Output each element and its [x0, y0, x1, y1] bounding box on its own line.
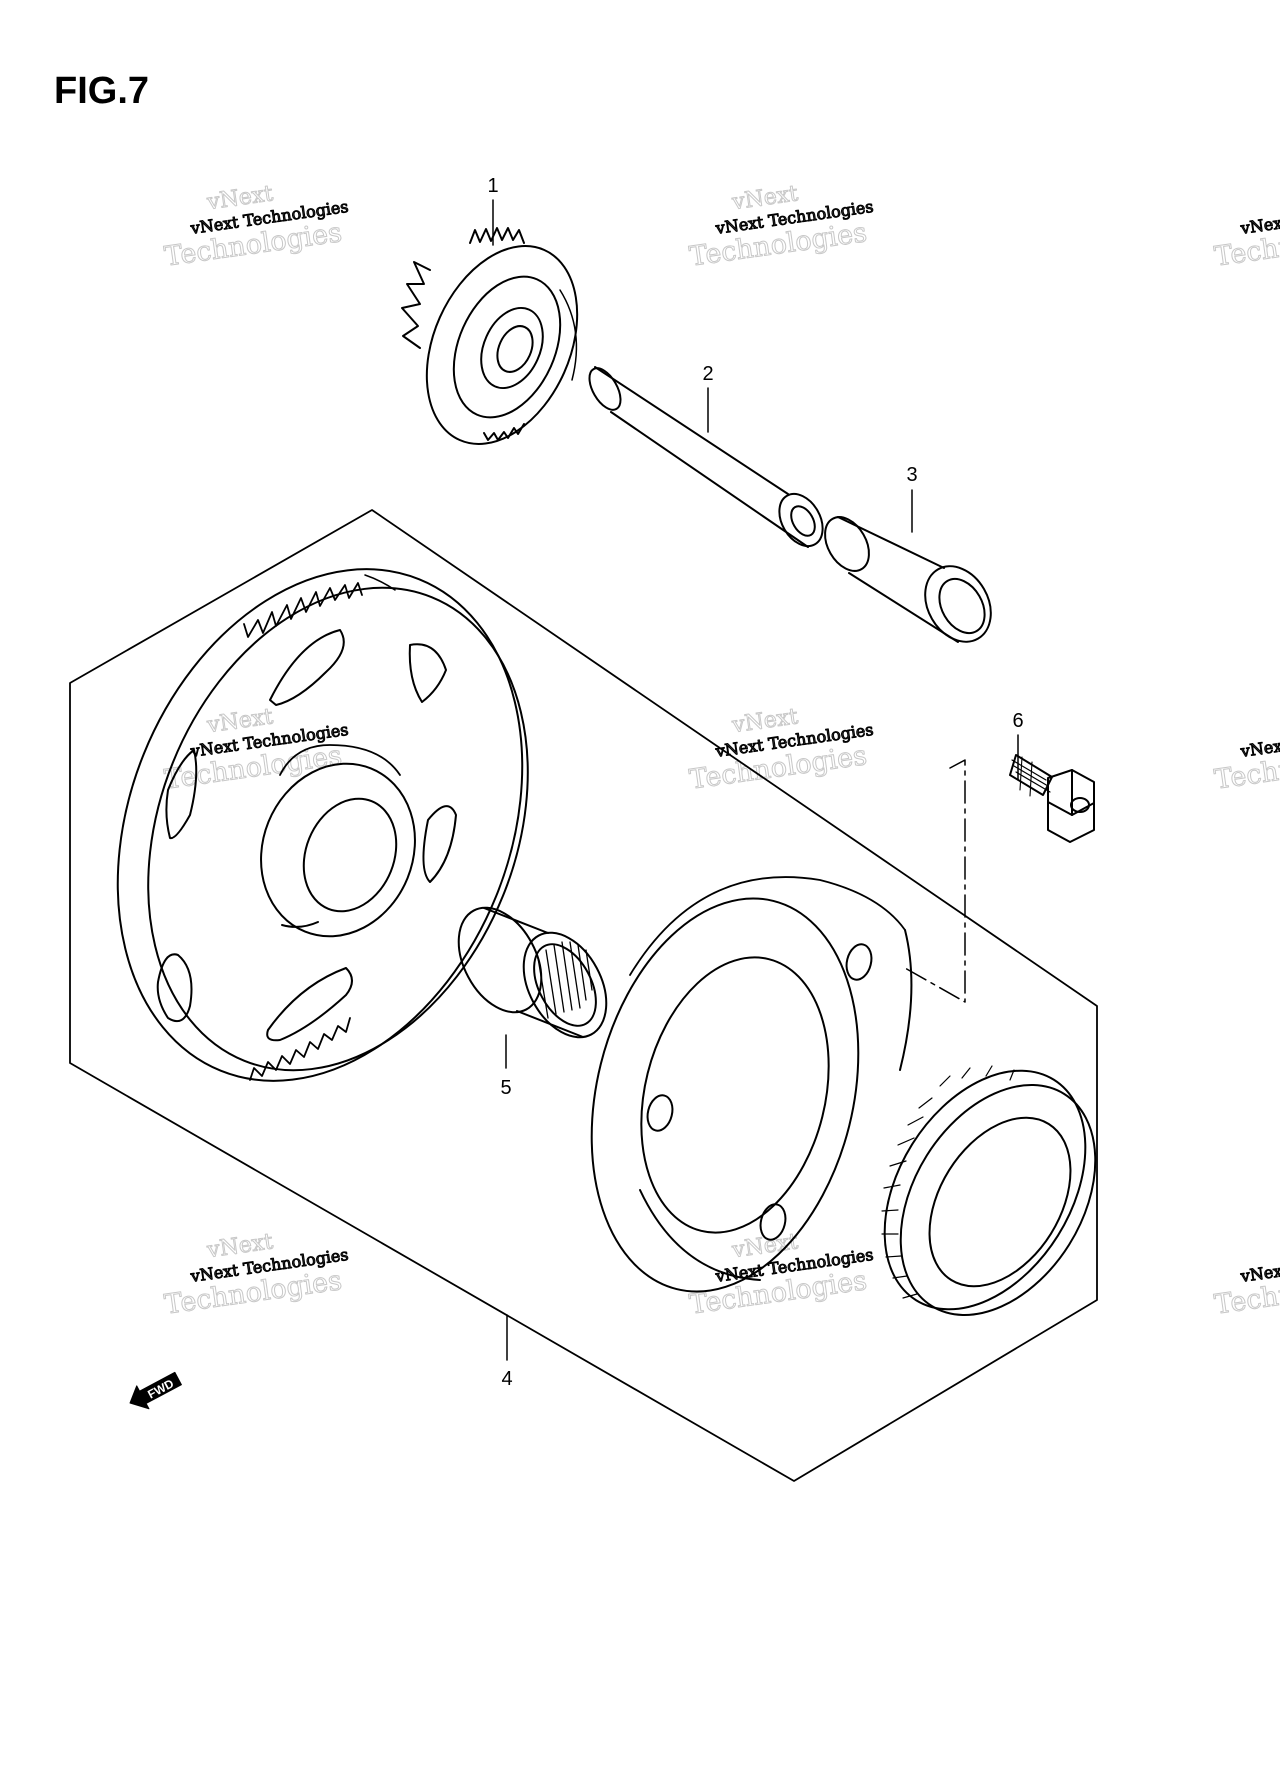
callout-3: 3 [906, 464, 918, 533]
watermark: vNext Technologies Technologies [1212, 196, 1280, 273]
svg-text:3: 3 [906, 464, 917, 486]
callout-4: 4 [501, 1314, 513, 1390]
watermark: vNext vNext Technologies Technologies [162, 1229, 350, 1321]
svg-text:vNext Technologies: vNext Technologies [1239, 197, 1280, 238]
callout-5: 5 [500, 1034, 512, 1099]
watermark: vNext Technologies Technologies [1212, 1244, 1280, 1321]
svg-text:2: 2 [702, 363, 713, 385]
svg-text:vNext Technologies: vNext Technologies [1239, 1245, 1280, 1286]
fwd-arrow-icon: FWD [129, 1371, 182, 1410]
figure-title: FIG.7 [54, 70, 150, 112]
callout-1: 1 [487, 175, 499, 246]
bolt-assembly-line [904, 759, 966, 1003]
part-1-gear [401, 227, 579, 445]
one-way-clutch [881, 1065, 1097, 1316]
part-3-spacer [824, 516, 992, 643]
part-4-starter-clutch-gear [116, 568, 529, 1082]
watermark: vNext vNext Technologies Technologies [687, 704, 875, 796]
callout-2: 2 [702, 363, 714, 433]
part-5-needle-bearing [457, 906, 608, 1039]
assembly-outline [69, 509, 1098, 1482]
clutch-housing [590, 876, 913, 1293]
callout-6: 6 [1012, 710, 1024, 781]
watermark: vNext vNext Technologies Technologies [687, 181, 875, 273]
watermark: vNext Technologies Technologies [1212, 719, 1280, 796]
part-6-bolt [1009, 754, 1095, 843]
svg-text:5: 5 [500, 1077, 511, 1099]
watermark: vNext vNext Technologies Technologies [162, 181, 350, 273]
svg-text:1: 1 [487, 175, 498, 197]
svg-text:6: 6 [1012, 710, 1023, 732]
svg-text:4: 4 [501, 1368, 512, 1390]
svg-text:vNext Technologies: vNext Technologies [1239, 720, 1280, 761]
part-2-shaft [588, 366, 824, 548]
